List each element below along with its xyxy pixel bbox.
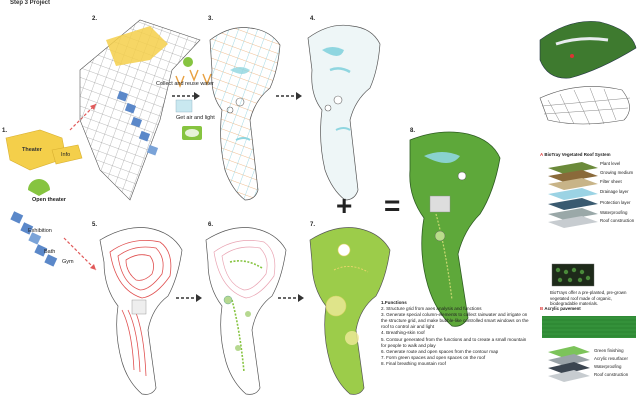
acrylic-title-text: Acrylic pavement xyxy=(544,306,581,311)
step6-route xyxy=(205,227,287,395)
biotray-title: A BioTray Vegetated Roof System xyxy=(540,152,611,157)
biotray-layer: Drainage layer xyxy=(600,189,629,194)
note-item: 7. Form green spaces and open spaces on … xyxy=(381,354,486,360)
open-theater-block xyxy=(28,179,50,196)
biotray-marker: A xyxy=(540,152,544,157)
step-7-number: 7. xyxy=(310,222,316,228)
step-5-number: 5. xyxy=(92,222,98,228)
plus-operator: + xyxy=(336,190,352,221)
biotray-layer: Filter sheet xyxy=(600,179,622,184)
bath-block xyxy=(34,244,48,257)
note-item: 8. Final breathing mountain roof xyxy=(381,360,446,366)
column-element-icons xyxy=(175,69,212,140)
structure-wireframe xyxy=(539,86,631,126)
biotray-layers xyxy=(548,162,598,228)
step-6-number: 6. xyxy=(208,222,214,228)
biotray-layer: Protection layer xyxy=(600,200,631,205)
acrylic-layer: Green finishing xyxy=(594,348,624,353)
process-notes: 1.Functions 2. Structure grid from axes … xyxy=(381,300,531,367)
label-gym: Gym xyxy=(62,259,74,265)
biotray-caption: BioTrays offer a pre-planted, pre-grown … xyxy=(550,290,627,307)
page-title: Step 3 Project xyxy=(10,0,51,6)
biotray-layer: Plant level xyxy=(600,161,621,166)
roof-render xyxy=(539,21,637,79)
acrylic-layer: Acrylic resurfacer xyxy=(594,356,628,361)
label-open-theater: Open theater xyxy=(32,197,66,203)
step4-shape xyxy=(307,24,381,201)
biotray-layer: Waterproofing xyxy=(600,210,628,215)
info-block xyxy=(51,144,83,165)
step-4-number: 4. xyxy=(310,16,316,22)
label-bath: Bath xyxy=(44,249,56,255)
note-item: 3. Generate special column-elements to c… xyxy=(381,312,529,330)
step-3-number: 3. xyxy=(208,16,214,22)
step1-functions xyxy=(5,129,83,267)
label-air-light: Get air and light xyxy=(176,115,215,121)
label-theater: Theater xyxy=(22,147,42,153)
biotray-layer: Roof construction xyxy=(600,218,635,223)
biotray-title-text: BioTray Vegetated Roof System xyxy=(544,152,611,157)
equals-operator: = xyxy=(384,190,400,221)
note-item: 2. Structure grid from axes analysis and… xyxy=(381,306,482,312)
acrylic-marker: B xyxy=(540,306,544,311)
note-item: 5. Contour generated from the functions … xyxy=(381,336,527,348)
acrylic-layer: Waterproofing xyxy=(594,364,622,369)
note-item: 4. Breathing-skin roof xyxy=(381,330,425,336)
step2-grid xyxy=(79,19,201,201)
acrylic-photo xyxy=(542,316,636,338)
step-1-number: 1. xyxy=(2,128,8,134)
step5-contour xyxy=(99,227,183,395)
biotray-photo xyxy=(551,263,595,287)
notes-title: 1.Functions xyxy=(381,300,407,305)
acrylic-layers xyxy=(548,346,590,382)
grid-yellow-zone xyxy=(106,26,168,66)
exhibition-block xyxy=(10,211,24,224)
label-collect-water: Collect and reuse water xyxy=(156,81,214,87)
label-exhibition: Exhibition xyxy=(28,228,52,234)
biotray-layer: Growing medium xyxy=(600,170,634,175)
gym-block xyxy=(44,254,58,267)
step7-green xyxy=(309,227,391,395)
step8-final xyxy=(409,131,501,327)
step-8-number: 8. xyxy=(410,128,416,134)
acrylic-layer: Roof construction xyxy=(594,372,629,377)
note-item: 6. Generate route and open spaces from t… xyxy=(381,348,499,354)
label-info: Info xyxy=(61,152,71,158)
step3-shape xyxy=(209,27,281,201)
step-2-number: 2. xyxy=(92,16,98,22)
arrow-1-to-5 xyxy=(63,237,97,271)
acrylic-title: B Acrylic pavement xyxy=(540,306,581,311)
